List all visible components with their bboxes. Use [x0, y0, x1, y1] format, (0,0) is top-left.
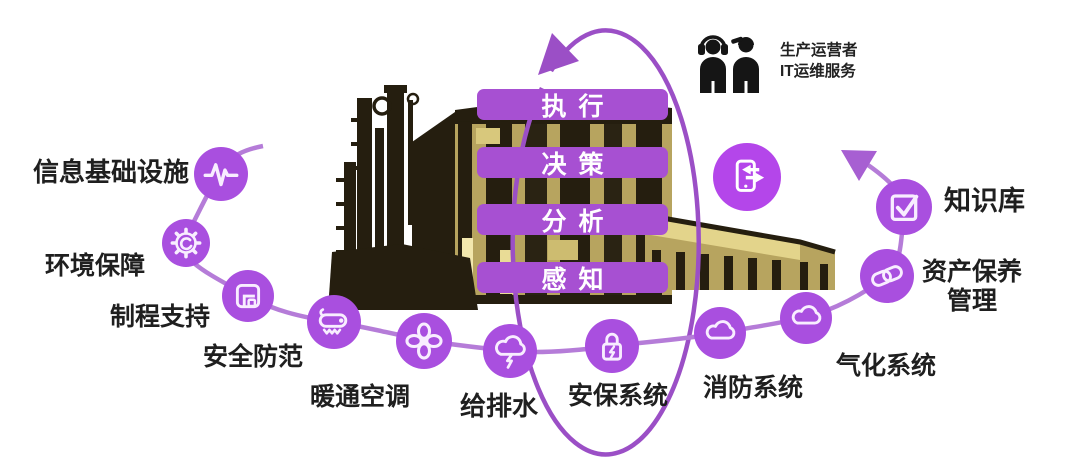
chain-links-icon [871, 265, 903, 287]
node-label-asset-maintenance: 资产保养 管理 [922, 258, 1022, 316]
fan-icon [405, 322, 443, 360]
chain-arrowhead-icon [841, 150, 877, 181]
documents-icon [235, 283, 261, 309]
node-circle-gasification-system [780, 292, 832, 344]
checkbox-icon [890, 194, 919, 222]
node-label-info-infrastructure: 信息基础设施 [33, 157, 190, 187]
storm-cloud-icon [495, 335, 526, 369]
node-label-gasification-system: 气化系统 [836, 352, 937, 380]
node-circle-info-infrastructure [194, 147, 248, 201]
node-label-security-system: 安保系统 [568, 382, 669, 410]
lock-lightning-icon [602, 332, 622, 361]
node-circle-environment-support [162, 219, 210, 267]
layer-bar-analyze: 分析 [477, 204, 668, 236]
asset-maintenance-line2: 管理 [947, 286, 998, 315]
node-circle-it-hub [713, 143, 781, 211]
cloud-icon [791, 305, 822, 325]
operators-caption: 生产运营者 IT运维服务 [780, 40, 858, 82]
layer-bar-sense: 感知 [477, 262, 668, 294]
node-label-water-supply-drainage: 给排水 [460, 391, 539, 421]
node-label-fire-protection-system: 消防系统 [703, 374, 804, 402]
node-circle-knowledge-base [876, 179, 932, 235]
operators-icon [698, 35, 759, 93]
node-label-environment-support: 环境保障 [45, 252, 146, 280]
cloud-icon [705, 320, 736, 340]
mobile-transfer-icon [735, 159, 765, 192]
node-circle-security-system [585, 319, 639, 373]
node-circle-fire-protection-system [694, 307, 746, 359]
node-label-process-support: 制程支持 [110, 303, 211, 331]
cctv-camera-icon [318, 308, 348, 335]
node-label-knowledge-base: 知识库 [944, 186, 1025, 216]
layer-bar-decide: 决策 [477, 147, 668, 179]
node-circle-hvac [396, 313, 452, 369]
operators-caption-line2: IT运维服务 [780, 63, 856, 80]
operators-caption-line1: 生产运营者 [780, 42, 858, 59]
node-circle-safety-precaution [307, 295, 361, 349]
node-circle-process-support [222, 270, 274, 322]
node-label-hvac: 暖通空调 [310, 383, 411, 411]
gear-icon [170, 227, 202, 259]
layer-bar-execute: 执行 [477, 89, 668, 121]
node-label-safety-precaution: 安全防范 [203, 343, 304, 371]
node-circle-water-supply-drainage [483, 324, 537, 378]
node-circle-asset-maintenance [860, 249, 914, 303]
asset-maintenance-line1: 资产保养 [922, 258, 1023, 286]
cycle-arrowhead-icon [538, 33, 579, 75]
pulse-icon [203, 163, 239, 187]
